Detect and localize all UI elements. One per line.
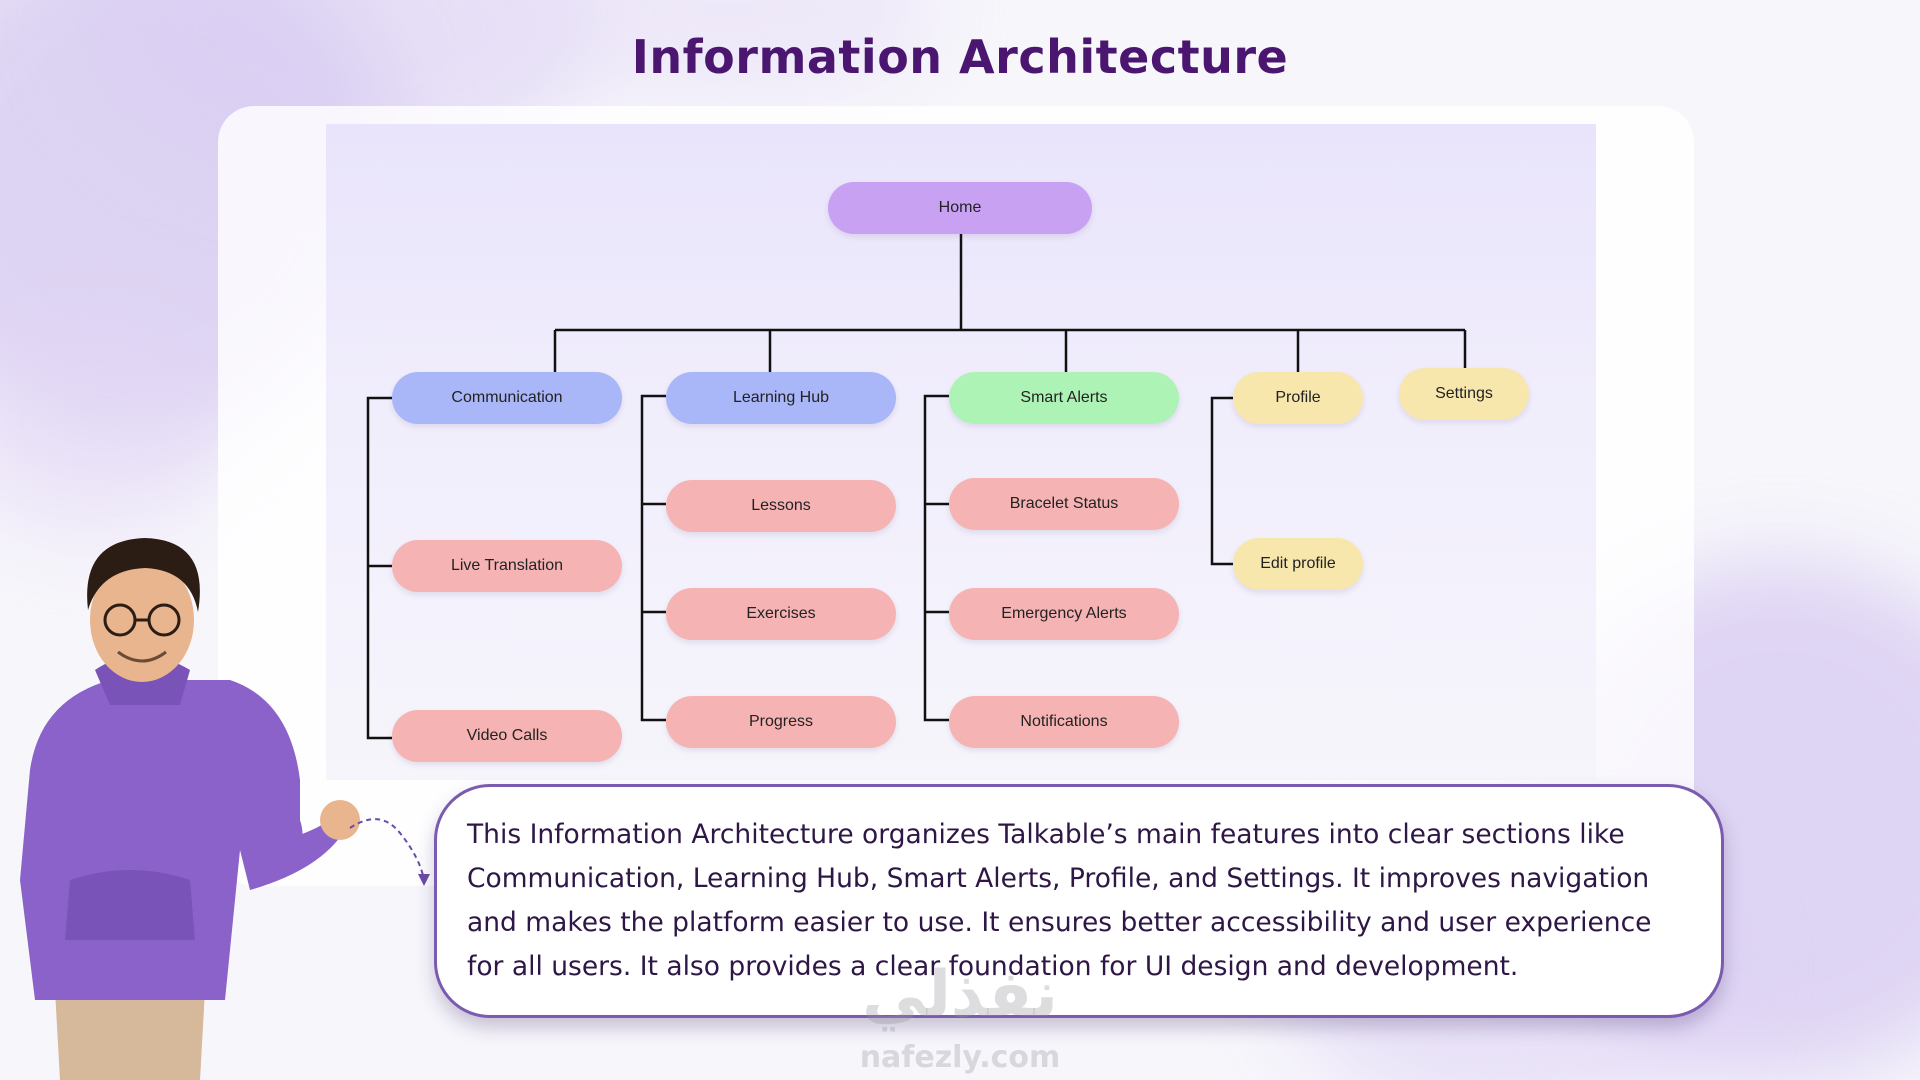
- node-progress: Progress: [666, 696, 896, 748]
- description-bubble: This Information Architecture organizes …: [434, 784, 1724, 1018]
- node-notifications: Notifications: [949, 696, 1179, 748]
- presenter-avatar: [20, 538, 360, 1080]
- pointer-arrow-icon: [349, 818, 430, 886]
- node-home: Home: [828, 182, 1092, 234]
- node-video-calls: Video Calls: [392, 710, 622, 762]
- node-smart-alerts: Smart Alerts: [949, 372, 1179, 424]
- node-live-translation: Live Translation: [392, 540, 622, 592]
- page-title: Information Architecture: [631, 30, 1289, 84]
- node-settings: Settings: [1399, 368, 1529, 420]
- description-text: This Information Architecture organizes …: [467, 819, 1652, 982]
- watermark-latin: nafezly.com: [859, 1040, 1061, 1075]
- node-communication: Communication: [392, 372, 622, 424]
- node-bracelet-status: Bracelet Status: [949, 478, 1179, 530]
- watermark-arabic: نفذلي: [862, 958, 1058, 1032]
- node-exercises: Exercises: [666, 588, 896, 640]
- node-lessons: Lessons: [666, 480, 896, 532]
- node-profile: Profile: [1233, 372, 1363, 424]
- node-edit-profile: Edit profile: [1233, 538, 1363, 590]
- node-learning-hub: Learning Hub: [666, 372, 896, 424]
- node-emergency-alerts: Emergency Alerts: [949, 588, 1179, 640]
